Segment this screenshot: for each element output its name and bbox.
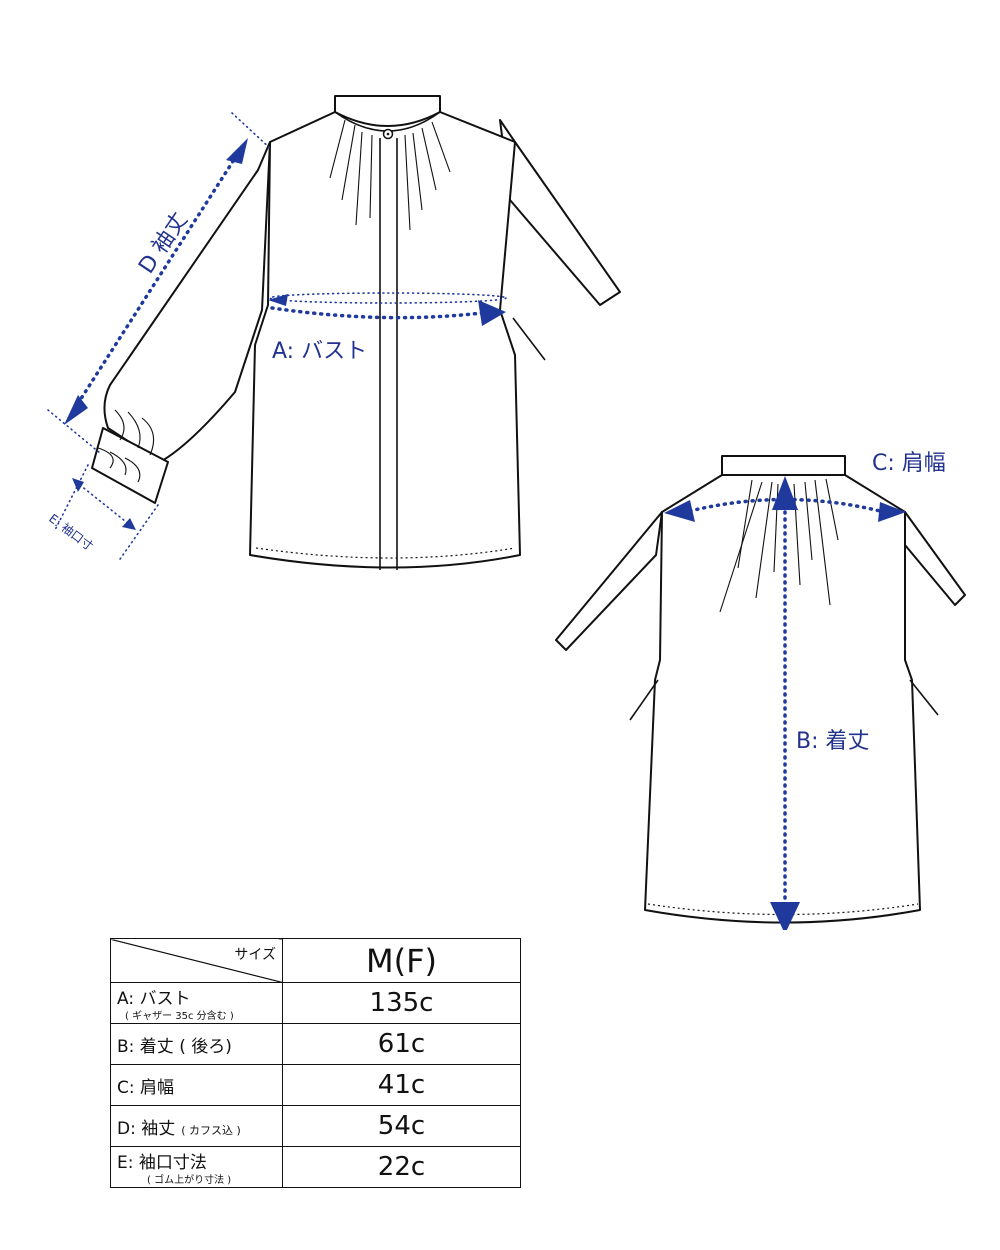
row-label-cell: A: バスト ( ギャザー 35c 分含む ) [110,982,283,1024]
table-row: E: 袖口寸法 ( ゴム上がり寸法 ) 22c [110,1146,521,1188]
row-label: B: 着丈 ( 後ろ) [117,1036,232,1057]
table-row: C: 肩幅 41c [110,1064,521,1106]
front-right-sleeve [499,119,621,306]
row-value: 41c [282,1064,521,1106]
size-table: サイズ M(F) A: バスト ( ギャザー 35c 分含む ) 135c B: … [110,938,521,1188]
size-header: サイズ [234,947,276,963]
row-label: E: 袖口寸法 [117,1153,207,1173]
arrow-head-icon [72,478,84,492]
row-value: 61c [282,1023,521,1065]
arrow-head-icon [772,476,798,510]
row-label-cell: C: 肩幅 [110,1064,283,1106]
row-note: ( カフス込 ) [181,1123,241,1137]
arrow-head-icon [770,902,800,930]
row-label-cell: B: 着丈 ( 後ろ) [110,1023,283,1065]
length-label: B: 着丈 [796,729,870,754]
bust-label: A: バスト [272,339,367,364]
back-body [644,474,921,924]
back-measurements [664,476,906,930]
arrow-head-icon [664,500,695,522]
cuff-label: E: 袖口寸 [46,510,96,553]
arrow-head-icon [478,300,506,326]
arrow-head-icon [268,294,288,306]
back-collar [721,455,846,476]
row-label-cell: E: 袖口寸法 ( ゴム上がり寸法 ) [110,1146,283,1188]
garment-diagram: A: バスト B: 着丈 C: 肩幅 D 袖丈 E: 袖口寸 [46,95,966,930]
arrow-head-icon [226,138,248,164]
row-value: 135c [282,982,521,1024]
row-label: D: 袖丈 [117,1118,176,1139]
table-row: A: バスト ( ギャザー 35c 分含む ) 135c [110,982,521,1024]
table-row: B: 着丈 ( 後ろ) 61c [110,1023,521,1065]
back-left-sleeve [555,511,663,651]
shoulder-label: C: 肩幅 [872,451,946,476]
row-value: 22c [282,1146,521,1188]
front-garment [91,95,621,570]
arrow-head-icon [878,502,906,522]
row-label: A: バスト [117,989,191,1009]
row-label: C: 肩幅 [117,1077,175,1098]
row-note: ( ギャザー 35c 分含む ) [125,1011,234,1022]
back-right-sleeve [904,511,966,606]
row-label-cell: D: 袖丈 ( カフス込 ) [110,1105,283,1147]
row-note: ( ゴム上がり寸法 ) [147,1175,232,1186]
front-body [249,111,521,569]
row-value: 54c [282,1105,521,1147]
front-cuff [91,427,169,504]
arrow-head-icon [64,395,88,425]
size-header-cell: サイズ [110,938,283,983]
size-value: M(F) [282,938,521,983]
table-header-row: サイズ M(F) [110,938,521,983]
arrow-head-icon [122,518,136,530]
back-garment [555,455,966,924]
table-row: D: 袖丈 ( カフス込 ) 54c [110,1105,521,1147]
front-measurements [47,112,507,563]
